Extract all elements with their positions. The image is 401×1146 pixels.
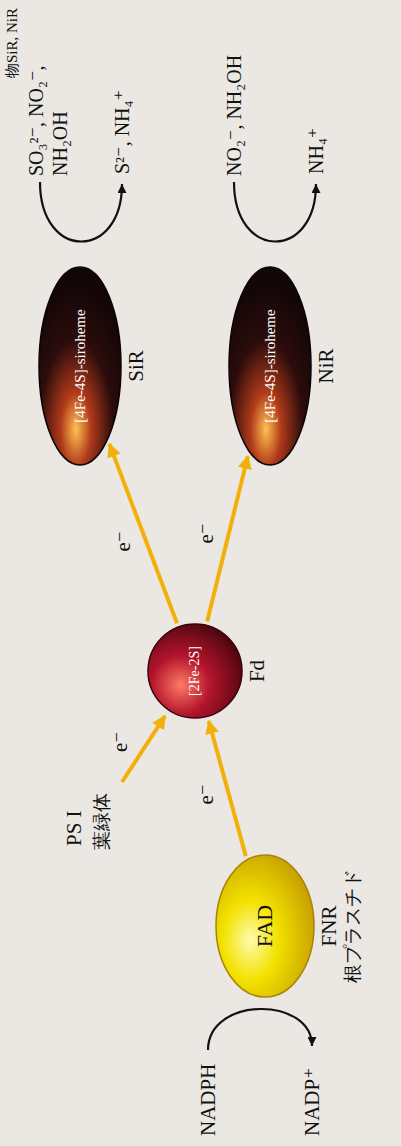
substrate-label: NO₂⁻, NH₂OH — [222, 55, 246, 176]
electron-label: e⁻ — [111, 531, 135, 551]
substrate-arc — [234, 182, 316, 242]
cofactor-label: NADPH — [196, 1064, 220, 1136]
ellipse-outline — [229, 267, 311, 465]
enzyme-label: NiR — [314, 349, 339, 384]
enzyme-label: Fd — [245, 660, 270, 682]
enzyme-node: FAD FNR根プラスチド — [215, 854, 365, 998]
cofactor-arc — [208, 1009, 312, 1050]
cofactor-text: FAD — [252, 905, 278, 947]
cofactor-text: [4Fe-4S]-siroheme — [261, 309, 279, 422]
enzyme-label: SiR — [124, 350, 149, 382]
ellipse-body: [2Fe-2S] — [147, 623, 243, 719]
electron-arrow — [109, 444, 177, 623]
electron-label: e⁻ — [108, 732, 132, 752]
source-label: 葉緑体 — [90, 793, 114, 850]
cofactor-label: NADP⁺ — [300, 1068, 324, 1136]
product-label: NH₄⁺ — [304, 128, 328, 174]
panel-title: 物SiR, NiR — [0, 8, 24, 78]
substrate-arc — [40, 182, 122, 242]
electron-label: e⁻ — [194, 784, 218, 804]
ellipse-body: [4Fe-4S]-siroheme — [228, 266, 312, 466]
ellipse-outline — [39, 267, 121, 465]
ellipse-body: [4Fe-4S]-siroheme — [38, 266, 122, 466]
electron-label: e⁻ — [194, 523, 218, 543]
ellipse-outline — [216, 855, 314, 997]
ellipse-outline — [148, 624, 242, 718]
enzyme-node: [4Fe-4S]-siroheme SiR — [38, 266, 149, 466]
enzyme-node: [2Fe-2S] Fd — [147, 623, 270, 719]
source-label: PS I — [62, 810, 86, 846]
enzyme-label: FNR — [317, 906, 342, 947]
product-label: S²⁻, NH₄⁺ — [110, 90, 134, 174]
enzyme-node: [4Fe-4S]-siroheme NiR — [228, 266, 339, 466]
cofactor-text: [4Fe-4S]-siroheme — [71, 309, 89, 422]
substrate-label: SO₃²⁻, NO₂⁻, NH₂OH — [24, 26, 72, 176]
cofactor-text: [2Fe-2S] — [187, 646, 204, 696]
enzyme-label: 根プラスチド — [342, 869, 365, 983]
ellipse-body: FAD — [215, 854, 315, 998]
